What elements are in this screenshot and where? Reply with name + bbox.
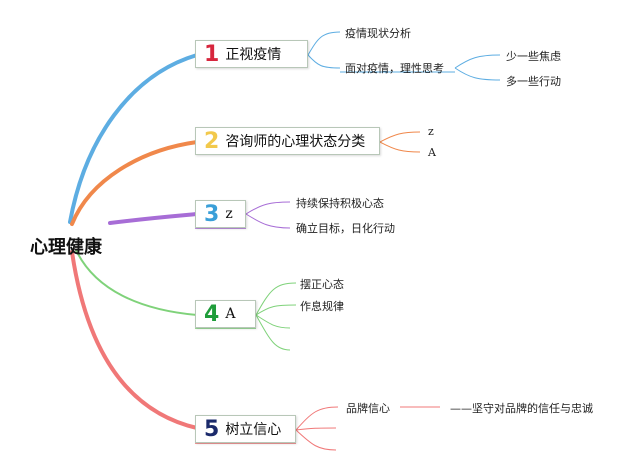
branch-4-node[interactable]: 4 A (195, 300, 256, 328)
branch-1-label: 正视疫情 (225, 47, 282, 63)
branch-3-child-1[interactable]: 持续保持积极心态 (296, 197, 384, 210)
branch-5-node[interactable]: 5 树立信心 (195, 415, 296, 443)
branch-2-child-2[interactable]: A (428, 146, 436, 159)
branch-5-child-1[interactable]: 品牌信心 (346, 402, 390, 415)
branch-4-connector (75, 249, 198, 316)
branch-1-child-1[interactable]: 疫情现状分析 (345, 27, 411, 40)
branch-3-child-2[interactable]: 确立目标，日化行动 (296, 222, 395, 235)
branch-3-node[interactable]: 3 z (195, 200, 246, 228)
branch-4-child-2[interactable]: 作息规律 (300, 300, 344, 313)
branch-1-node[interactable]: 1 正视疫情 (195, 40, 308, 68)
branch-1-number: 1 (204, 41, 220, 67)
branch-5-number: 5 (204, 416, 220, 442)
branch-1-child-2[interactable]: 面对疫情，理性思考 (345, 62, 444, 75)
branch-1-connector (68, 53, 199, 224)
branch-2-number: 2 (204, 128, 220, 154)
branch-2-label: 咨询师的心理状态分类 (225, 134, 366, 150)
branch-4-label: A (225, 306, 236, 322)
branch-2-child-1[interactable]: z (428, 125, 434, 138)
branch-4-child-1[interactable]: 摆正心态 (300, 278, 344, 291)
branch-2-node[interactable]: 2 咨询师的心理状态分类 (195, 127, 380, 155)
branch-3-connector (108, 212, 199, 225)
branch-5-connector (70, 250, 199, 430)
branch-2-connector (70, 140, 199, 226)
branch-5-child-1-sub-1[interactable]: ——坚守对品牌的信任与忠诚 (450, 402, 593, 415)
branch-1-child-2-sub-2[interactable]: 多一些行动 (506, 75, 561, 88)
branch-3-number: 3 (204, 201, 220, 227)
branch-1-child-2-sub-1[interactable]: 少一些焦虑 (506, 50, 561, 63)
branch-5-label: 树立信心 (225, 422, 282, 438)
branch-3-label: z (225, 206, 233, 222)
branch-4-number: 4 (204, 301, 220, 327)
root-topic: 心理健康 (30, 237, 102, 258)
